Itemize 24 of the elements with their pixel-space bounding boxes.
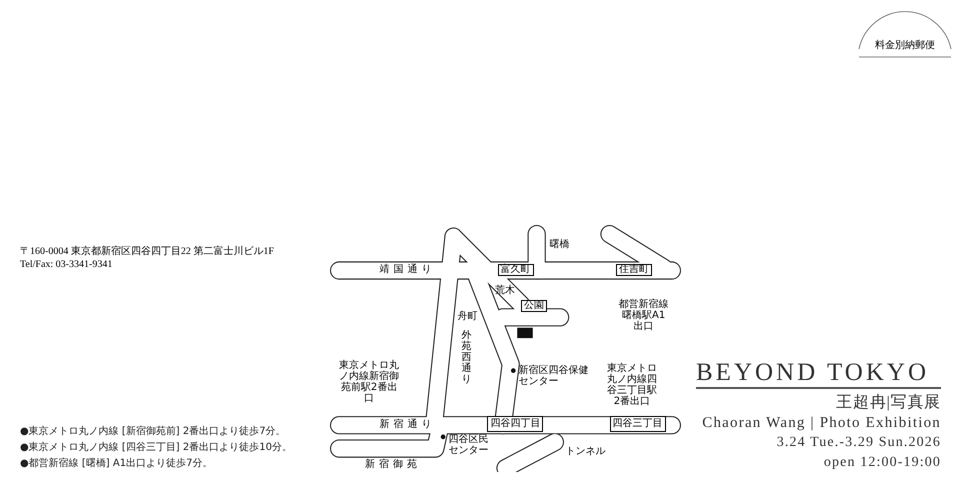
artist-name: 王超冉|写真展 — [836, 393, 941, 413]
place-sign: 四谷四丁目 — [487, 416, 544, 432]
phone-text: Tel/Fax: 03-3341-9341 — [20, 258, 114, 271]
access-note: ●東京メトロ丸ノ内線 [四谷三丁目] 2番出口より徒歩10分。 — [20, 440, 292, 455]
road-name: 外苑西通り — [461, 330, 472, 386]
opening-hours: open 12:00-19:00 — [824, 454, 941, 472]
facility-label: 四谷区民センター — [448, 434, 488, 456]
place-name: 曙橋 — [550, 239, 570, 250]
access-note: ●東京メトロ丸ノ内線 [新宿御苑前] 2番出口より徒歩7分。 — [20, 424, 287, 439]
place-name: 舟町 — [457, 310, 478, 322]
facility-label: 新宿区四谷保健センター — [518, 365, 588, 388]
place-name: 荒木 — [495, 284, 516, 296]
postage-text: 料金別納郵便 — [875, 40, 935, 51]
place-name: トンネル — [565, 446, 606, 457]
access-note: ●都営新宿線 [曙橋] A1出口より徒歩7分。 — [20, 456, 214, 471]
place-name: 新宿御苑 — [365, 459, 422, 470]
exhibition-dates: 3.24 Tue.-3.29 Sun.2026 — [776, 434, 941, 452]
station-label: 東京メトロ丸ノ内線四谷三丁目駅2番出口 — [606, 362, 657, 407]
station-label: 都営新宿線曙橋駅A1出口 — [618, 299, 669, 332]
exhibition-title: BEYOND TOKYO — [696, 360, 941, 389]
station-label: 東京メトロ丸ノ内線新宿御苑前駅2番出口 — [339, 360, 400, 404]
place-sign: 四谷三丁目 — [610, 416, 666, 432]
exhibition-subtitle: Chaoran Wang | Photo Exhibition — [702, 414, 941, 433]
address-text: 〒160-0004 東京都新宿区四谷四丁目22 第二富士川ビル1F — [20, 246, 274, 258]
